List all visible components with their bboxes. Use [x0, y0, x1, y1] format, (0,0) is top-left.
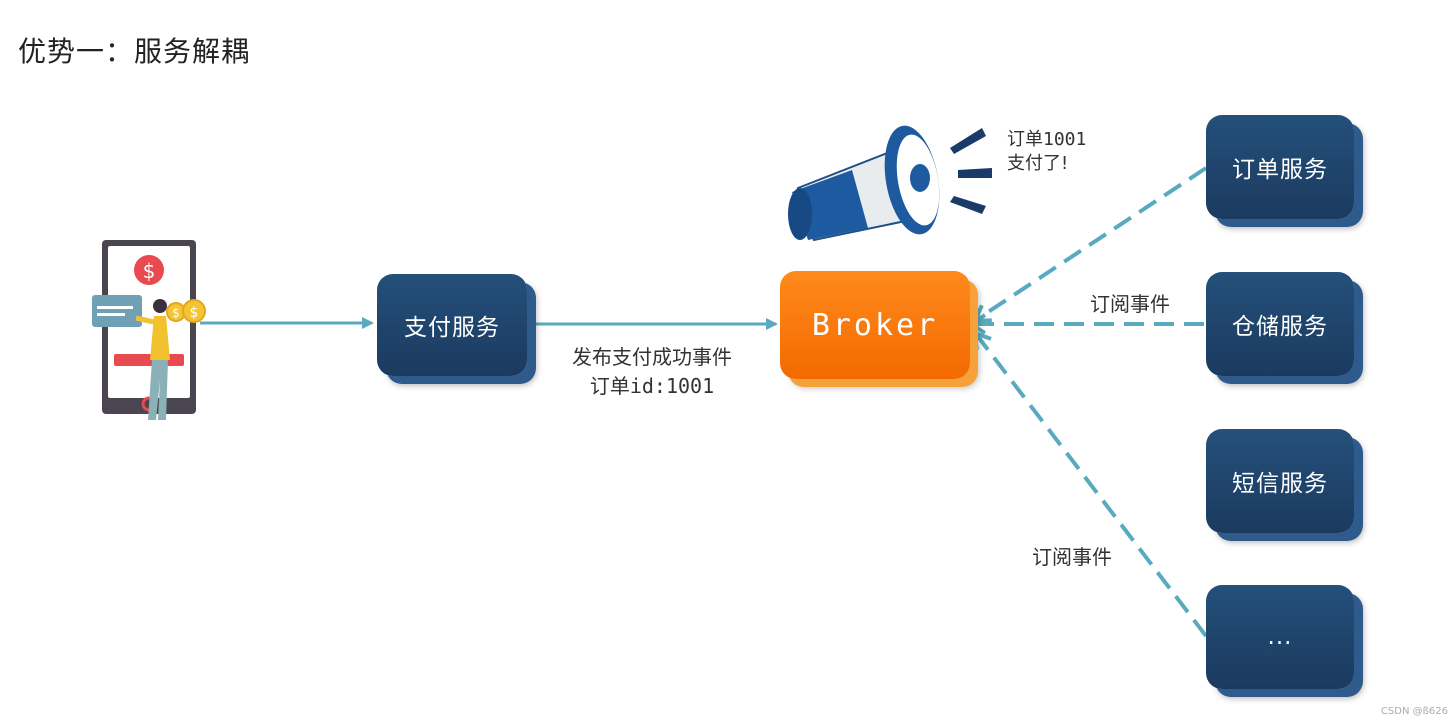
announcement-line1: 订单1001 — [1007, 129, 1087, 150]
publish-event-line2: 订单id:1001 — [589, 374, 715, 398]
payment-service-box[interactable]: 支付服务 — [377, 274, 527, 376]
svg-text:$: $ — [190, 305, 199, 321]
announcement-line2: 支付了! — [1007, 153, 1069, 174]
publish-event-line1: 发布支付成功事件 — [572, 345, 732, 369]
svg-text:$: $ — [172, 306, 180, 320]
phone-payment-icon: $ $ $ — [92, 240, 206, 420]
megaphone-icon — [788, 125, 992, 242]
svg-text:$: $ — [143, 259, 156, 283]
more-services-box[interactable]: ... — [1206, 585, 1354, 689]
subscribe-label-bottom: 订阅事件 — [1032, 545, 1112, 569]
page-title: 优势一：服务解耦 — [18, 35, 251, 68]
more-subscribe-arrow — [973, 330, 1208, 638]
sms-service-box[interactable]: 短信服务 — [1206, 429, 1354, 533]
storage-service-box[interactable]: 仓储服务 — [1206, 272, 1354, 376]
broker-box[interactable]: Broker — [780, 271, 970, 379]
publish-event-label: 发布支付成功事件 订单id:1001 — [552, 341, 752, 399]
watermark: CSDN @ß626 — [1380, 706, 1448, 717]
subscribe-label-top: 订阅事件 — [1090, 292, 1170, 316]
order-service-box[interactable]: 订单服务 — [1206, 115, 1354, 219]
order-subscribe-arrow — [972, 166, 1208, 323]
